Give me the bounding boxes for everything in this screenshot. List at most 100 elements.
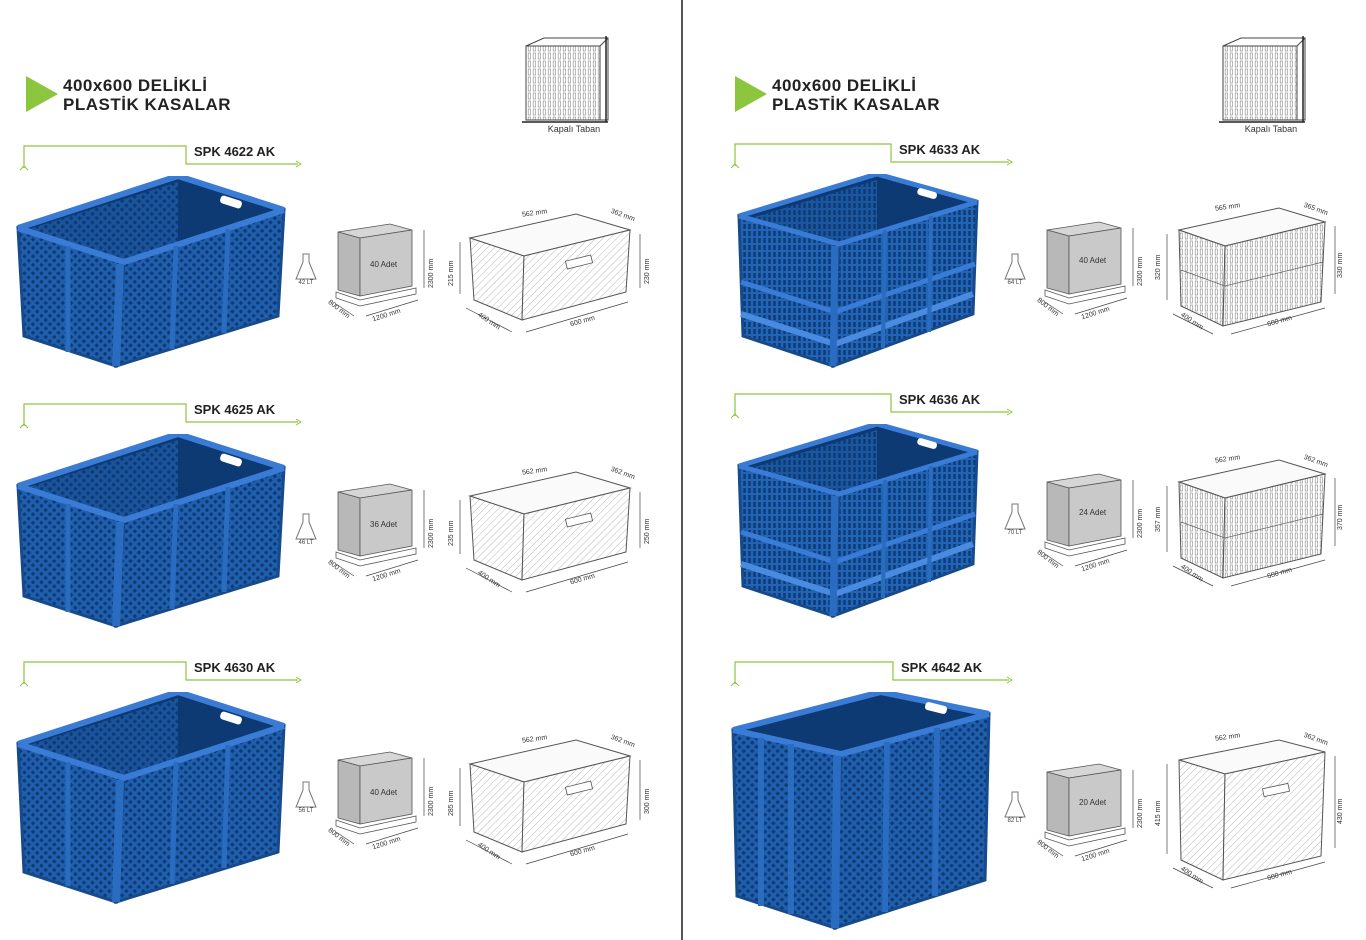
product-code: SPK 4636 AK — [899, 392, 981, 407]
pallet-box-drawing — [335, 223, 425, 317]
pallet-height: 2300 mm — [428, 258, 435, 288]
closed-base-drawing — [522, 36, 609, 123]
volume-label: 64 LT — [1007, 280, 1023, 286]
page-divider — [681, 0, 683, 940]
catalog-page-right: 400x600 DELİKLİ PLASTİK KASALAR Kapalı T… — [683, 0, 1366, 940]
product-code: SPK 4625 AK — [194, 402, 276, 417]
outer-height: 370 mm — [1337, 504, 1344, 530]
pallet-height: 2300 mm — [428, 518, 435, 548]
pallet-height: 2300 mm — [428, 786, 435, 816]
pallet-stack-diagram: 36 Adet 2300 mm 800 mm 1200 mm — [327, 480, 442, 590]
volume-label: 56 LT — [298, 808, 314, 814]
catalog-page-left: 400x600 DELİKLİ PLASTİK KASALAR Kapalı T… — [16, 36, 666, 908]
crate-line-drawing — [1166, 207, 1336, 335]
product-bracket-line — [19, 145, 302, 171]
section-title: 400x600 DELİKLİ PLASTİK KASALAR — [63, 76, 231, 114]
inner-height: 285 mm — [448, 790, 455, 816]
section-title-line1: 400x600 DELİKLİ — [63, 76, 208, 95]
blue-crate-image — [16, 692, 286, 905]
technical-drawing: 562 mm 362 mm 415 mm 430 mm 400 mm 600 m… — [1155, 732, 1349, 894]
outer-height: 430 mm — [1337, 798, 1344, 824]
product-code: SPK 4630 AK — [194, 660, 276, 675]
pallet-height: 2300 mm — [1137, 798, 1144, 828]
outer-height: 300 mm — [644, 788, 651, 814]
pallet-box-drawing — [1044, 221, 1134, 315]
product-code: SPK 4622 AK — [194, 144, 276, 159]
volume-flask: 82 LT — [1003, 790, 1027, 825]
pallet-count: 20 Adet — [1079, 798, 1107, 807]
technical-drawing: 562 mm 362 mm 215 mm 230 mm 400 mm 600 m… — [448, 208, 656, 338]
inner-height: 320 mm — [1155, 254, 1162, 280]
section-title-line2: PLASTİK KASALAR — [772, 95, 941, 114]
closed-base-label: Kapalı Taban — [1244, 124, 1298, 134]
blue-crate-image — [16, 176, 286, 369]
volume-label: 42 LT — [298, 280, 314, 286]
inner-height: 415 mm — [1155, 800, 1162, 826]
product-spk-4630: SPK 4630 AK 56 LT — [16, 658, 666, 908]
product-spk-4636: SPK 4636 AK 70 LT — [727, 390, 1366, 640]
product-spk-4622: SPK 4622 AK 42 LT — [16, 142, 666, 392]
pallet-count: 40 Adet — [370, 260, 398, 269]
flask-icon — [1004, 253, 1026, 280]
flask-icon — [295, 513, 317, 540]
product-spk-4633: SPK 4633 AK 64 LT — [727, 140, 1366, 390]
blue-crate-image — [737, 424, 979, 619]
volume-flask: 64 LT — [1003, 252, 1027, 287]
technical-drawing: 562 mm 362 mm 285 mm 300 mm 400 mm 600 m… — [448, 734, 656, 874]
product-bracket-line — [730, 393, 1013, 419]
pallet-count: 36 Adet — [370, 520, 398, 529]
product-bracket-line — [19, 661, 302, 687]
closed-base-label: Kapalı Taban — [547, 124, 601, 134]
outer-height: 250 mm — [644, 518, 651, 544]
pallet-height: 2300 mm — [1137, 256, 1144, 286]
volume-label: 46 LT — [298, 540, 314, 546]
section-title-line1: 400x600 DELİKLİ — [772, 76, 917, 95]
outer-height: 330 mm — [1337, 252, 1344, 278]
inner-height: 235 mm — [448, 520, 455, 546]
technical-drawing: 562 mm 362 mm 235 mm 250 mm 400 mm 600 m… — [448, 466, 656, 596]
pallet-stack-diagram: 24 Adet 2300 mm 800 mm 1200 mm — [1036, 470, 1151, 580]
volume-label: 70 LT — [1007, 530, 1023, 536]
pallet-height: 2300 mm — [1137, 508, 1144, 538]
section-title: 400x600 DELİKLİ PLASTİK KASALAR — [772, 76, 940, 114]
volume-flask: 46 LT — [294, 512, 318, 547]
pallet-count: 40 Adet — [1079, 256, 1107, 265]
pallet-stack-diagram: 20 Adet 2300 mm 800 mm 1200 mm — [1036, 760, 1151, 870]
crate-line-drawing — [459, 739, 641, 865]
pallet-stack-diagram: 40 Adet 2300 mm 800 mm 1200 mm — [327, 748, 442, 858]
pallet-stack-diagram: 40 Adet 2300 mm 800 mm 1200 mm — [1036, 218, 1151, 328]
pallet-box-drawing — [1044, 763, 1134, 857]
product-code: SPK 4642 AK — [901, 660, 983, 675]
product-bracket-line — [19, 403, 302, 429]
closed-base-illustration: Kapalı Taban — [522, 36, 612, 136]
crate-line-drawing — [459, 471, 641, 593]
blue-crate-image — [16, 434, 286, 629]
product-spk-4642: SPK 4642 AK 82 LT — [727, 658, 1366, 938]
pallet-box-drawing — [1044, 473, 1134, 567]
flask-icon — [295, 253, 317, 280]
closed-base-drawing — [1219, 36, 1306, 123]
flask-icon — [295, 781, 317, 808]
product-spk-4625: SPK 4625 AK 46 LT — [16, 400, 666, 650]
blue-crate-image — [737, 174, 979, 369]
product-code: SPK 4633 AK — [899, 142, 981, 157]
volume-flask: 42 LT — [294, 252, 318, 287]
pallet-count: 40 Adet — [370, 788, 398, 797]
play-triangle-icon — [735, 76, 767, 112]
inner-height: 215 mm — [448, 260, 455, 286]
flask-icon — [1004, 791, 1026, 818]
technical-drawing: 562 mm 362 mm 357 mm 370 mm 400 mm 600 m… — [1155, 452, 1349, 592]
pallet-stack-diagram: 40 Adet 2300 mm 800 mm 1200 mm — [327, 220, 442, 330]
pallet-box-drawing — [335, 751, 425, 845]
product-bracket-line — [730, 661, 1013, 687]
blue-crate-image — [731, 692, 991, 931]
crate-line-drawing — [1166, 739, 1336, 889]
volume-flask: 70 LT — [1003, 502, 1027, 537]
pallet-box-drawing — [335, 483, 425, 577]
outer-height: 230 mm — [644, 258, 651, 284]
volume-flask: 56 LT — [294, 780, 318, 815]
inner-height: 357 mm — [1155, 506, 1162, 532]
closed-base-illustration: Kapalı Taban — [1219, 36, 1309, 136]
play-triangle-icon — [26, 76, 58, 112]
section-title-line2: PLASTİK KASALAR — [63, 95, 232, 114]
